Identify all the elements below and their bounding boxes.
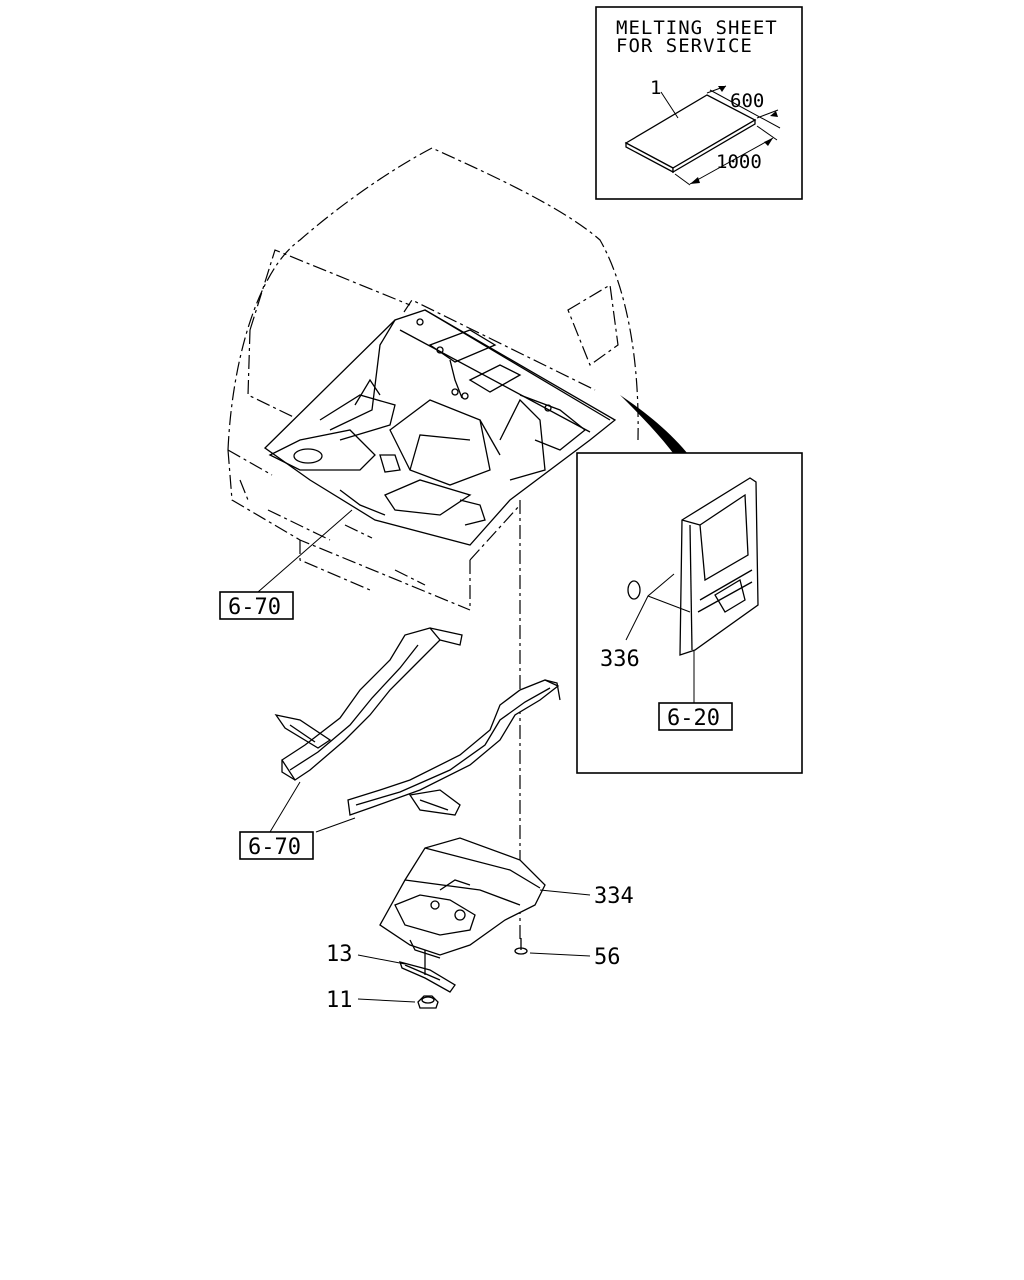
part-11-label[interactable]: 11 <box>326 988 353 1013</box>
part-334-leader <box>539 889 591 896</box>
inset-title-line1: MELTING SHEET <box>616 17 778 39</box>
part-1-leader <box>660 91 679 119</box>
cab-outline <box>227 147 639 940</box>
melting-sheet-inset: MELTING SHEET FOR SERVICE 1 600 1000 <box>595 6 803 200</box>
part-1-label[interactable]: 1 <box>650 77 661 99</box>
bolt-56[interactable] <box>514 938 528 955</box>
front-floor-panel[interactable] <box>263 309 617 546</box>
rear-side-panel[interactable] <box>679 477 759 656</box>
length-dimension <box>674 125 778 186</box>
part-11-leader <box>357 998 416 1003</box>
width-dimension-label: 600 <box>730 90 764 112</box>
ref-6-20-label: 6-20 <box>667 706 720 731</box>
length-dimension-label: 1000 <box>716 151 762 173</box>
right-frame-rail[interactable] <box>347 679 561 816</box>
part-56-leader <box>529 952 591 957</box>
part-336-leader <box>625 573 691 641</box>
ref-6-70-front-floor[interactable]: 6-70 <box>219 591 294 620</box>
part-334-label[interactable]: 334 <box>594 884 634 909</box>
ref-6-70-frame-rails[interactable]: 6-70 <box>239 831 314 860</box>
ref-6-20[interactable]: 6-20 <box>658 702 733 731</box>
part-56-label[interactable]: 56 <box>594 945 621 970</box>
bracket-13[interactable] <box>399 950 456 993</box>
part-13-leader <box>357 954 406 965</box>
part-336-label[interactable]: 336 <box>600 647 640 672</box>
width-dimension <box>706 85 781 129</box>
left-frame-rail[interactable] <box>274 627 463 781</box>
ref-6-70-frame-rails-label: 6-70 <box>248 835 301 860</box>
frame-rail-leaders <box>269 781 356 833</box>
inset-title-line2: FOR SERVICE <box>616 35 753 57</box>
grommet-336[interactable] <box>627 580 641 600</box>
part-13-label[interactable]: 13 <box>326 942 353 967</box>
front-floor-leader <box>257 509 353 593</box>
tunnel-panel-334[interactable] <box>379 837 546 959</box>
nut-11[interactable] <box>417 995 439 1009</box>
melting-sheet-part[interactable] <box>624 94 757 174</box>
ref-6-70-front-floor-label: 6-70 <box>228 595 281 620</box>
side-panel-inset: 336 6-20 <box>576 452 803 774</box>
